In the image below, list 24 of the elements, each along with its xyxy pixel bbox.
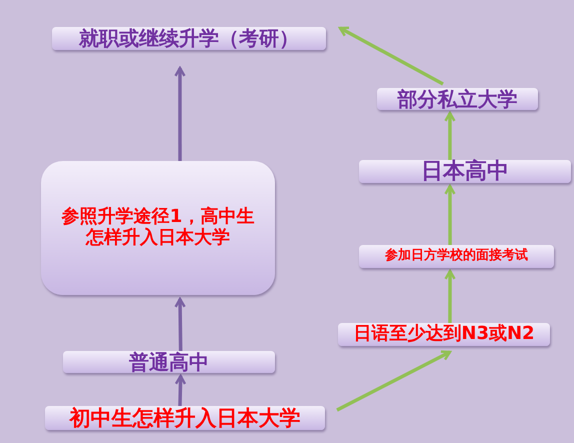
box-text: 就职或继续升学（考研）	[79, 27, 299, 50]
label-box	[338, 323, 550, 346]
arrow	[338, 26, 444, 86]
box-text: 参照升学途径1，高中生怎样升入日本大学	[60, 207, 256, 249]
arrow	[444, 270, 456, 323]
arrow	[174, 66, 186, 161]
box-text: 日本高中	[421, 158, 509, 184]
label-box	[359, 160, 571, 183]
label-box	[63, 351, 275, 373]
label-box	[377, 88, 538, 110]
arrow	[174, 374, 186, 406]
label-box	[45, 406, 325, 430]
arrow	[174, 298, 186, 352]
label-box	[359, 245, 554, 268]
box-text: 日语至少达到N3或N2	[353, 324, 535, 345]
label-box	[52, 27, 326, 50]
box-text: 部分私立大学	[398, 88, 518, 110]
arrow	[444, 112, 456, 160]
box-text: 初中生怎样升入日本大学	[70, 406, 300, 430]
box-text: 普通高中	[129, 350, 209, 374]
arrow	[336, 350, 452, 412]
arrow	[444, 184, 456, 245]
rounded-box	[41, 161, 275, 295]
box-text: 参加日方学校的面接考试	[385, 249, 528, 264]
